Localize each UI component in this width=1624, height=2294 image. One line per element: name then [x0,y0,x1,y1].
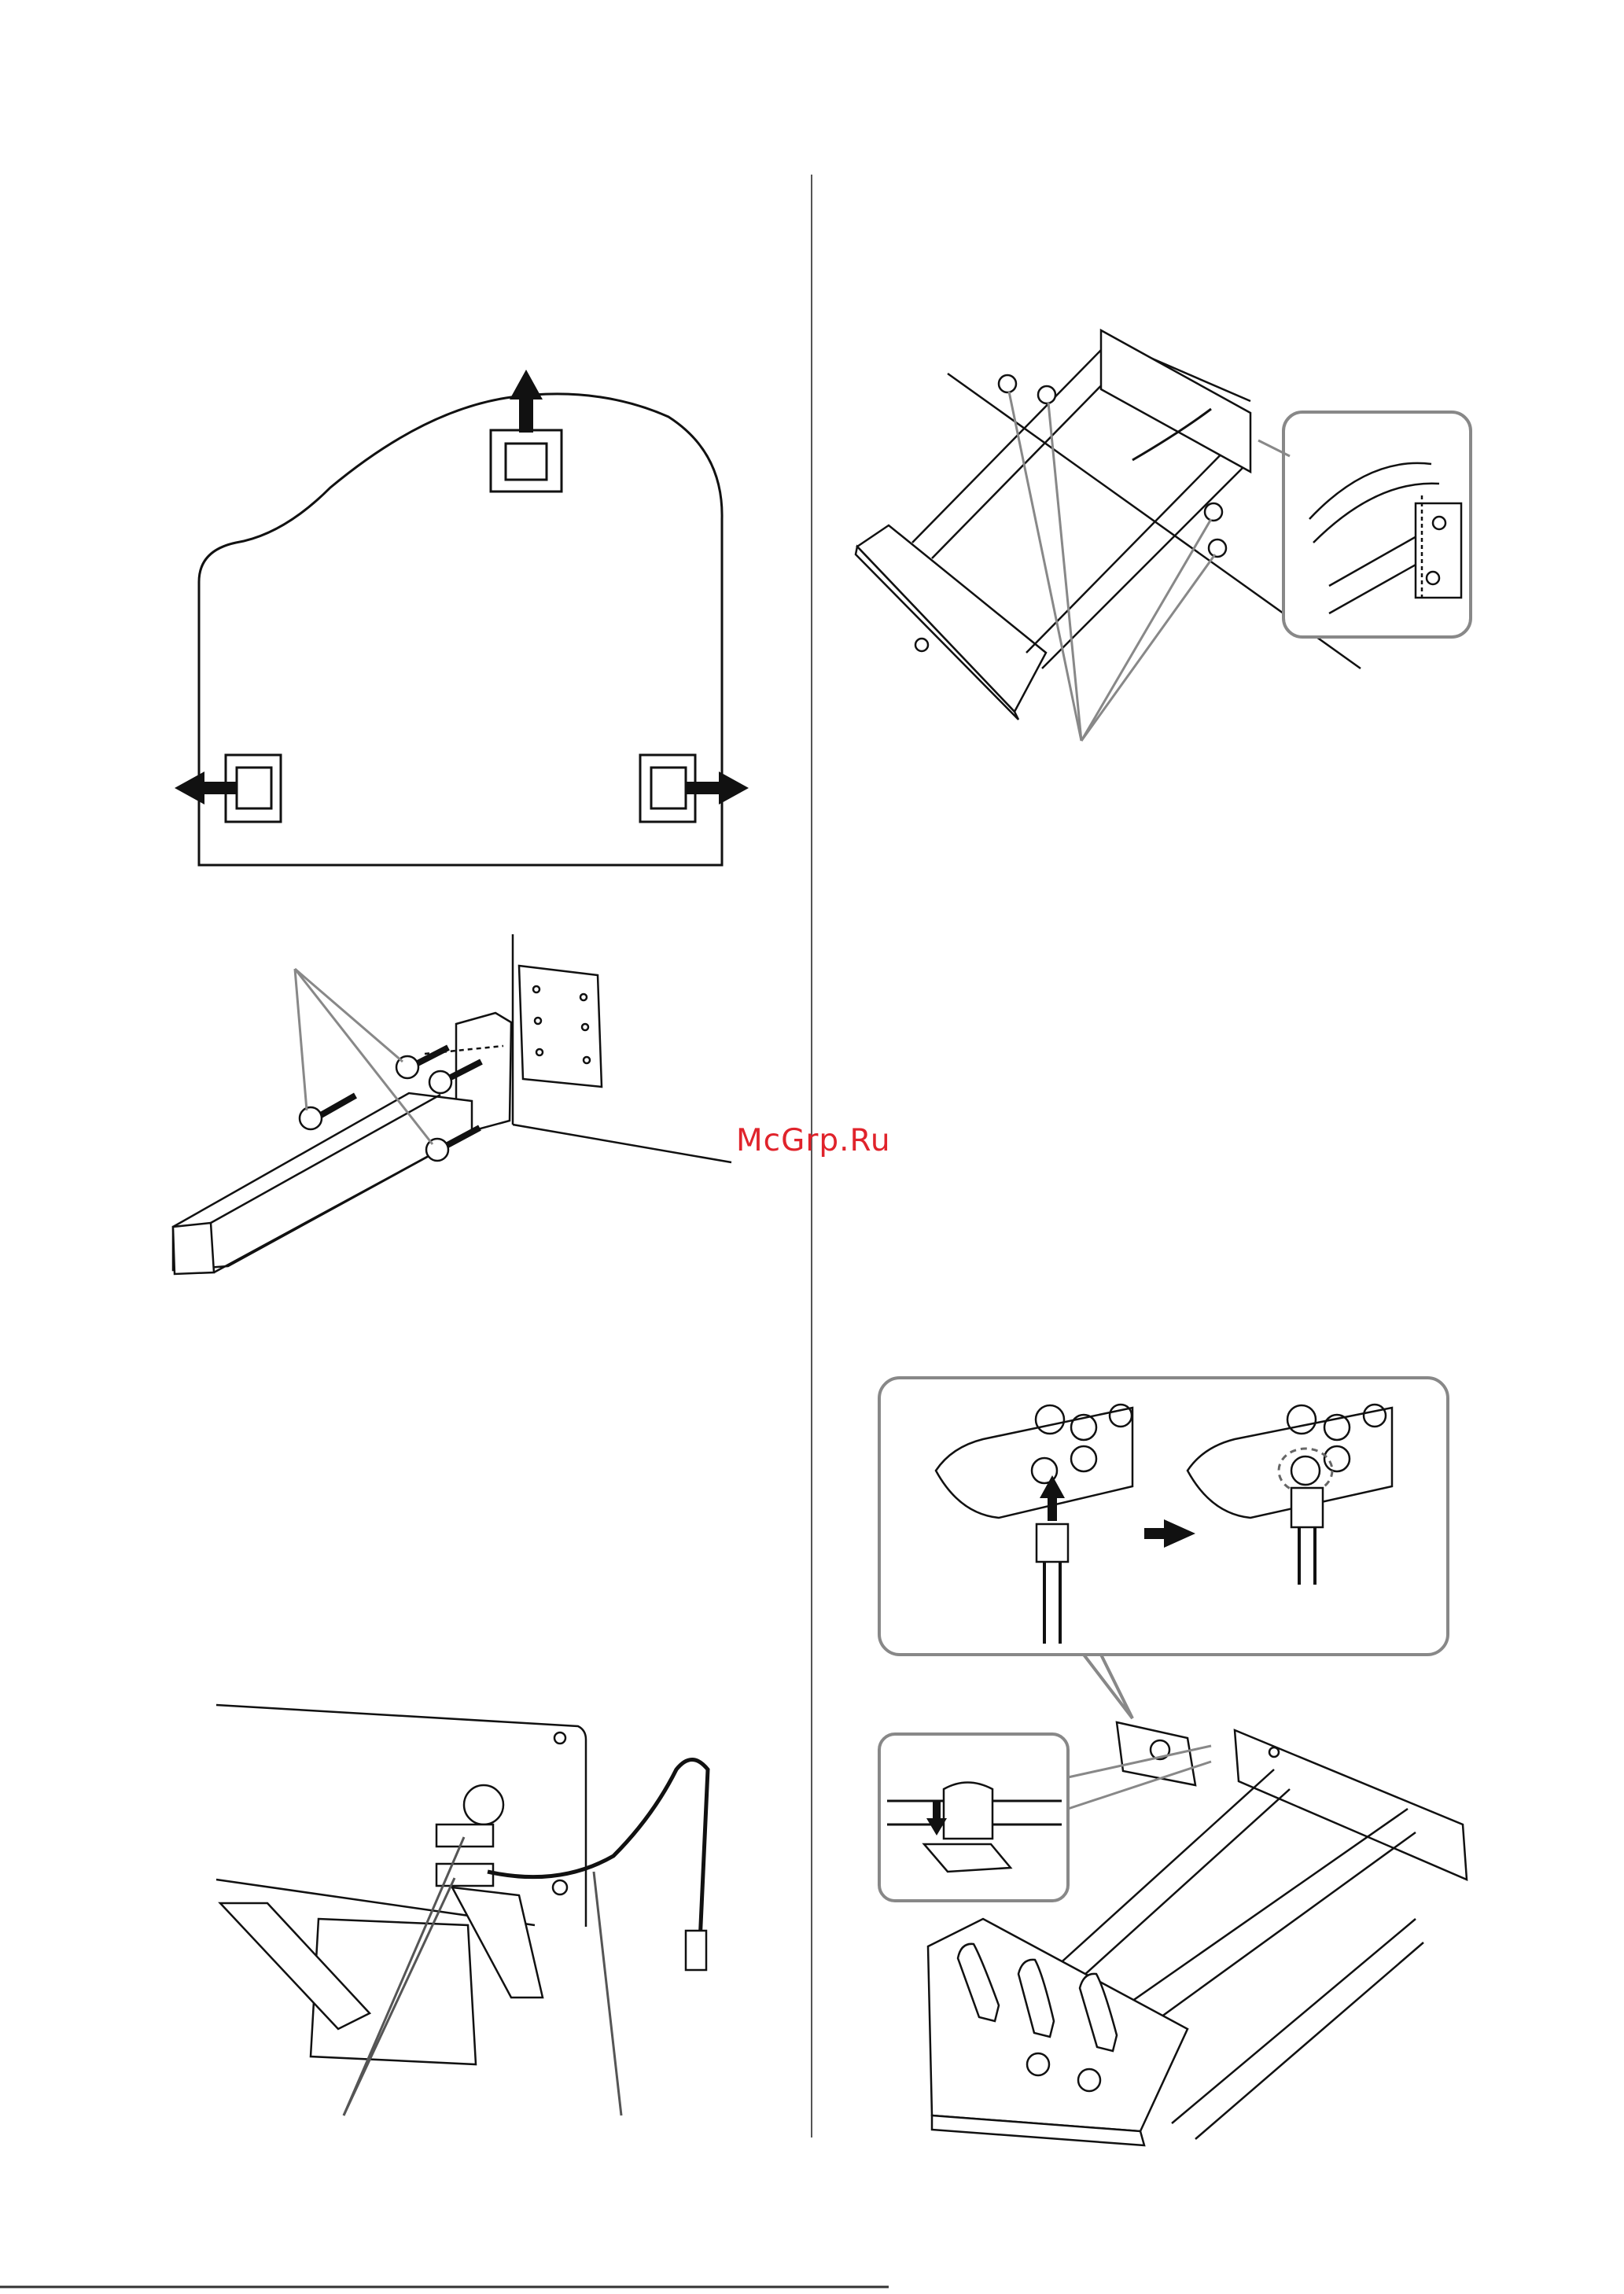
connection-detail-inset [879,1378,1448,1718]
pedal-cord-clamp-figure [216,1705,708,2064]
leg-screw-figure [173,934,731,1274]
watermark: McGrp.Ru [736,1123,891,1158]
arrow-icon-up [510,370,543,433]
lyre-detail-inset [1258,412,1471,637]
piano-top-view-figure [199,394,722,865]
